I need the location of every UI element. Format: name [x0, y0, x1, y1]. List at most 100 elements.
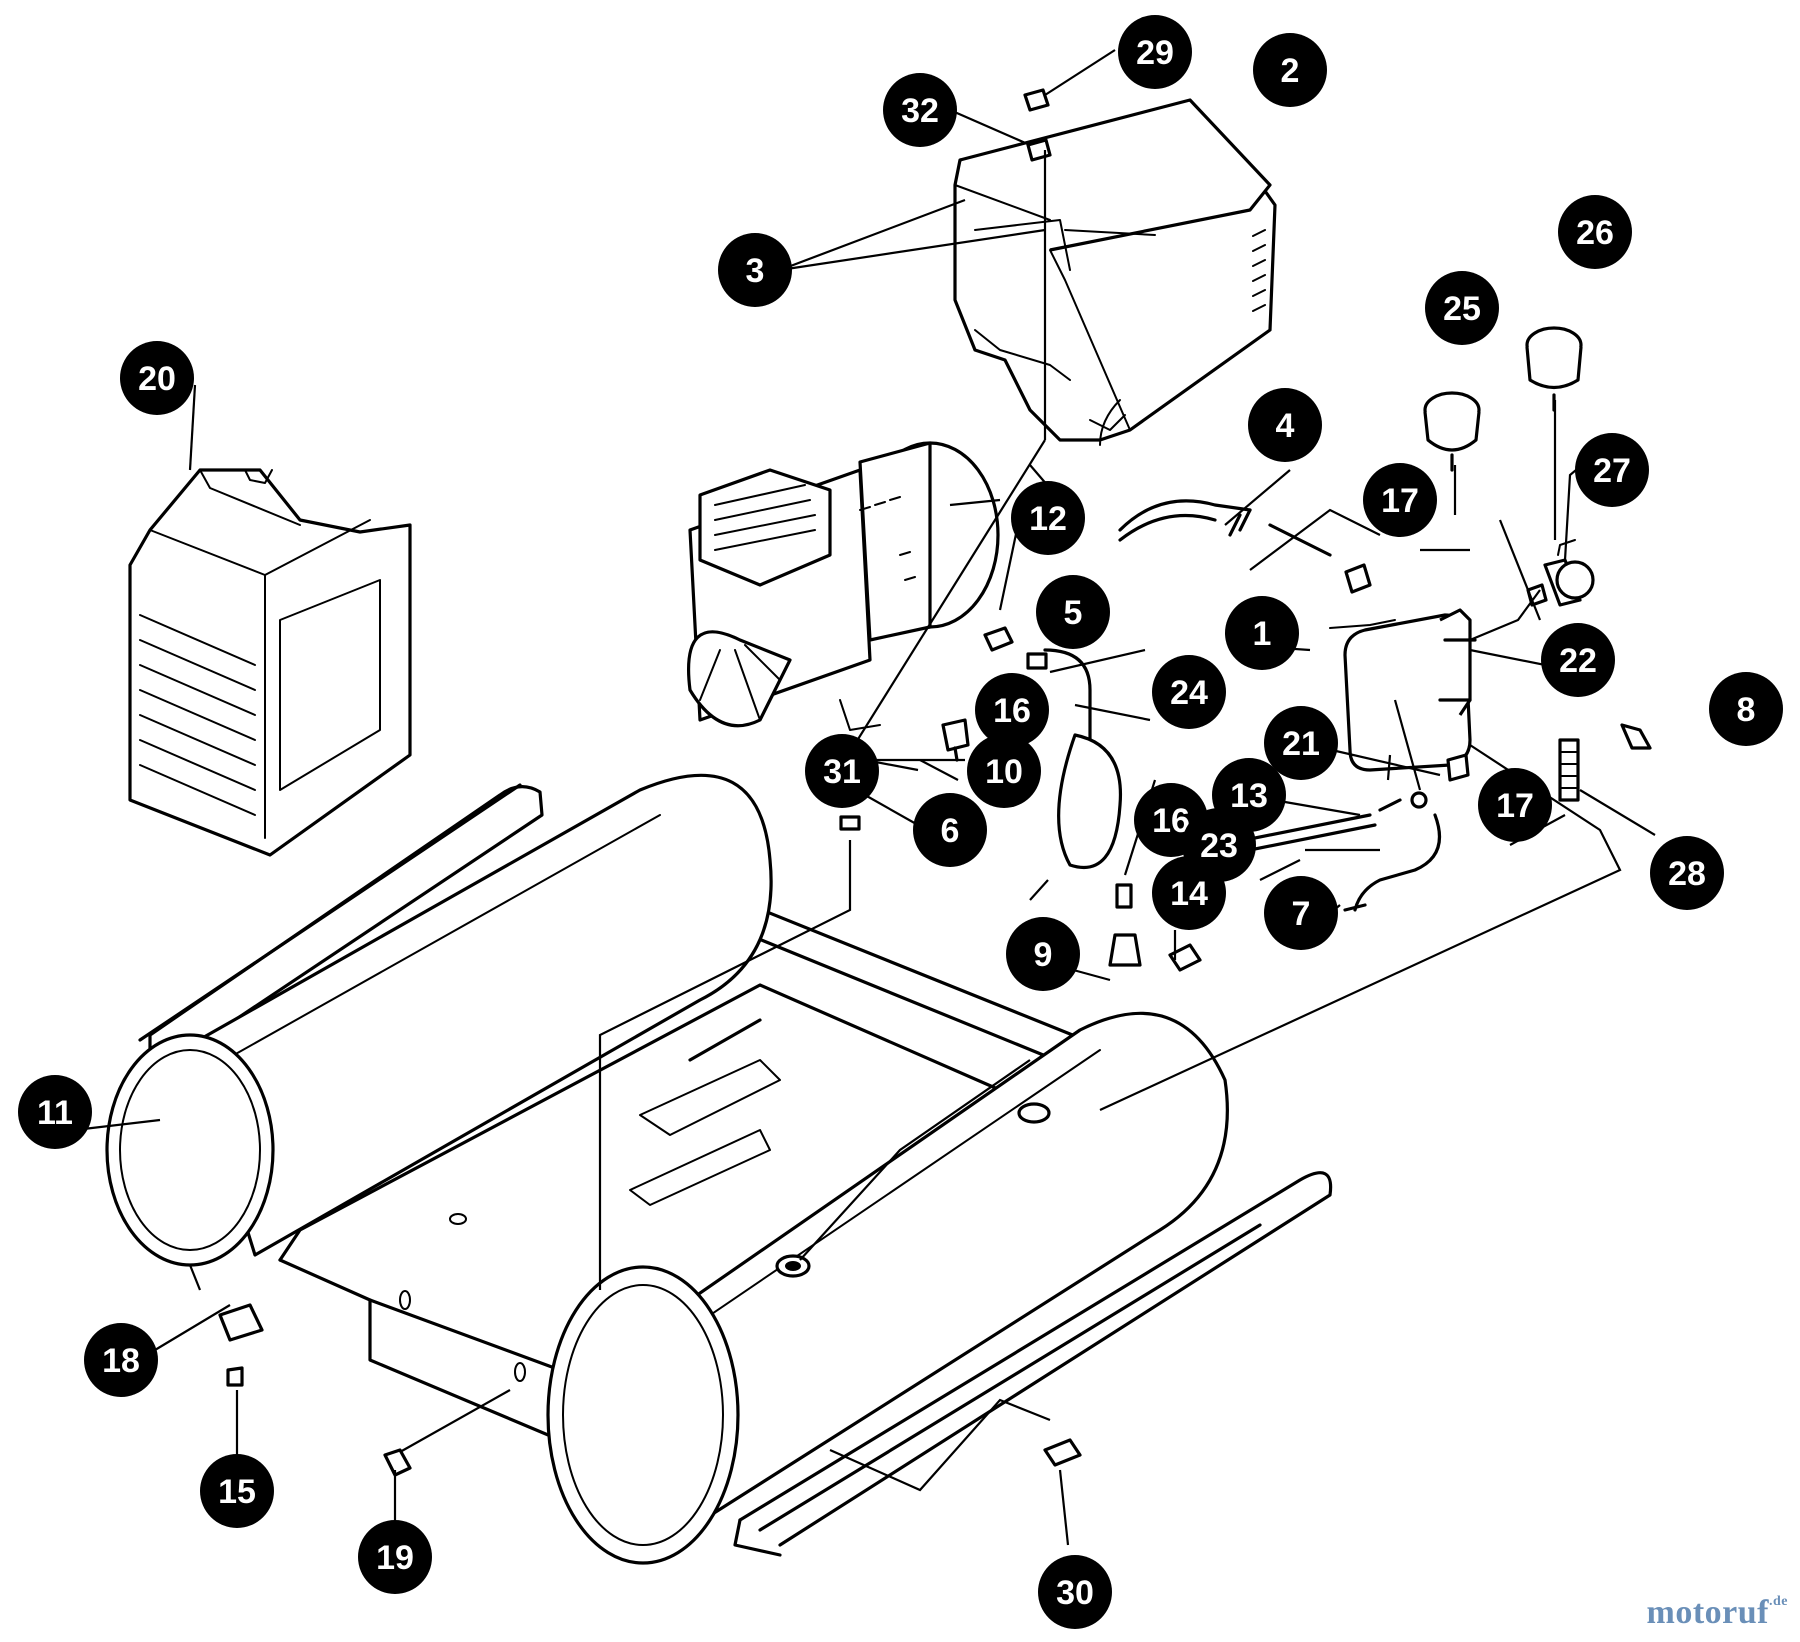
callout-20-disc	[120, 341, 194, 415]
callout-24-disc	[1152, 655, 1226, 729]
callout-31: 31	[805, 734, 879, 808]
callout-27-number: 27	[1593, 452, 1631, 490]
callout-19-disc	[358, 1520, 432, 1594]
callout-10-number: 10	[985, 753, 1023, 791]
callout-6-disc	[913, 793, 987, 867]
callout-19-number: 19	[376, 1539, 414, 1577]
callout-2-disc	[1253, 33, 1327, 107]
callout-7-disc	[1264, 876, 1338, 950]
callout-31-number: 31	[823, 753, 861, 791]
callout-22-disc	[1541, 623, 1615, 697]
callout-27-disc	[1575, 433, 1649, 507]
callout-14-disc	[1152, 856, 1226, 930]
callout-17-number: 17	[1496, 787, 1534, 825]
callout-17-disc	[1363, 463, 1437, 537]
callout-1: 1	[1225, 596, 1299, 670]
pressure-switch	[1329, 608, 1477, 772]
callout-29-number: 29	[1136, 34, 1174, 72]
callout-10-disc	[967, 734, 1041, 808]
callout-16-disc	[975, 673, 1049, 747]
callout-25-disc	[1425, 271, 1499, 345]
motor-pump-assembly	[687, 441, 1000, 731]
callout-22: 22	[1541, 623, 1615, 697]
callout-2: 2	[1253, 33, 1327, 107]
callout-30-disc	[1038, 1555, 1112, 1629]
watermark-text: motoruf	[1646, 1594, 1769, 1631]
callout-9: 9	[1006, 917, 1080, 991]
callout-15: 15	[200, 1454, 274, 1528]
callout-8-disc	[1709, 672, 1783, 746]
callout-13-number: 13	[1230, 777, 1268, 815]
callout-28-number: 28	[1668, 855, 1706, 893]
callout-2-number: 2	[1281, 52, 1300, 90]
callout-8: 8	[1709, 672, 1783, 746]
callout-16-number: 16	[993, 692, 1031, 730]
gauge-assembly	[1423, 326, 1595, 607]
callout-9-number: 9	[1034, 936, 1053, 974]
callout-9-disc	[1006, 917, 1080, 991]
leader-lines	[74, 49, 1656, 1546]
callout-12-disc	[1011, 481, 1085, 555]
callout-21-number: 21	[1282, 725, 1320, 763]
watermark-tld: .de	[1769, 1594, 1788, 1609]
callout-3-disc	[718, 233, 792, 307]
watermark: motoruf.de	[1647, 1594, 1788, 1632]
callout-12-number: 12	[1029, 500, 1067, 538]
callout-16: 16	[975, 673, 1049, 747]
callout-14-number: 14	[1170, 875, 1208, 913]
callout-17-number: 17	[1381, 482, 1419, 520]
callout-18-number: 18	[102, 1342, 140, 1380]
callout-12: 12	[1011, 481, 1085, 555]
callout-17: 17	[1363, 463, 1437, 537]
callout-17: 17	[1478, 768, 1552, 842]
callout-14: 14	[1152, 856, 1226, 930]
callout-28: 28	[1650, 836, 1724, 910]
callout-7: 7	[1264, 876, 1338, 950]
callout-4-number: 4	[1276, 407, 1295, 445]
callout-11-disc	[18, 1075, 92, 1149]
callout-5-disc	[1036, 575, 1110, 649]
callout-25: 25	[1425, 271, 1499, 345]
callout-4: 4	[1248, 388, 1322, 462]
callout-32-disc	[883, 73, 957, 147]
callout-21-disc	[1264, 706, 1338, 780]
callout-24: 24	[1152, 655, 1226, 729]
callout-3-number: 3	[746, 252, 765, 290]
callout-26-number: 26	[1576, 214, 1614, 252]
callout-4-disc	[1248, 388, 1322, 462]
callout-28-disc	[1650, 836, 1724, 910]
callout-24-number: 24	[1170, 674, 1208, 712]
front-shroud	[128, 468, 412, 857]
callout-30-number: 30	[1056, 1574, 1094, 1612]
callout-32: 32	[883, 73, 957, 147]
callout-11: 11	[18, 1075, 92, 1149]
callout-7-number: 7	[1292, 895, 1311, 933]
callout-10: 10	[967, 734, 1041, 808]
callout-31-disc	[805, 734, 879, 808]
callout-18: 18	[84, 1323, 158, 1397]
callout-21: 21	[1264, 706, 1338, 780]
callout-1-disc	[1225, 596, 1299, 670]
callout-22-number: 22	[1559, 642, 1597, 680]
callout-17-disc	[1478, 768, 1552, 842]
callout-25-number: 25	[1443, 290, 1481, 328]
callout-20: 20	[120, 341, 194, 415]
callout-23-number: 23	[1200, 827, 1238, 865]
callout-8-number: 8	[1737, 691, 1756, 729]
callout-29: 29	[1118, 15, 1192, 89]
callout-29-disc	[1118, 15, 1192, 89]
callout-18-disc	[84, 1323, 158, 1397]
callout-5: 5	[1036, 575, 1110, 649]
callout-19: 19	[358, 1520, 432, 1594]
callout-15-disc	[200, 1454, 274, 1528]
air-tank-assembly	[105, 773, 1333, 1565]
callout-30: 30	[1038, 1555, 1112, 1629]
callout-32-number: 32	[901, 92, 939, 130]
pump-cover	[953, 98, 1277, 446]
callout-20-number: 20	[138, 360, 176, 398]
callout-16-number: 16	[1152, 802, 1190, 840]
callout-3: 3	[718, 233, 792, 307]
callout-26: 26	[1558, 195, 1632, 269]
